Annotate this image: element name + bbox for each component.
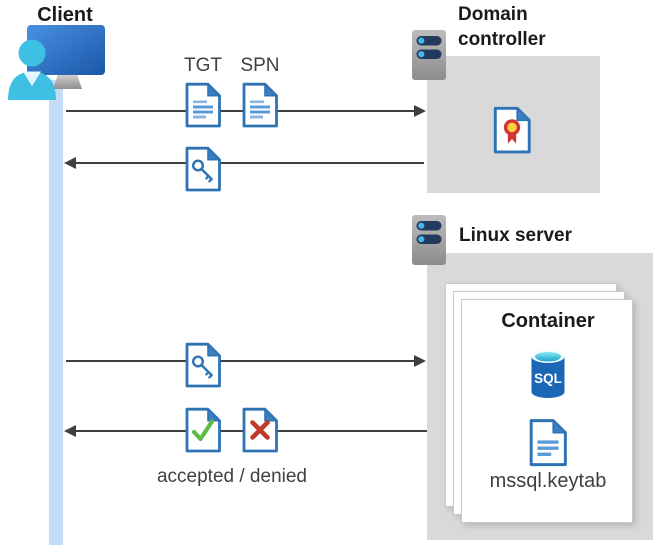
arrow-head-icon bbox=[414, 105, 426, 117]
domain-controller-label: Domain controller bbox=[458, 4, 546, 50]
arrow-line bbox=[66, 360, 416, 362]
tgt-document-icon bbox=[184, 82, 222, 128]
client-computer-icon bbox=[8, 25, 105, 100]
keytab-document-icon bbox=[528, 418, 568, 467]
server-icon bbox=[411, 29, 447, 81]
arrow-head-icon bbox=[64, 157, 76, 169]
ticket-key-document-icon bbox=[184, 146, 222, 192]
client-lifeline bbox=[49, 80, 63, 545]
container-title: Container bbox=[501, 310, 595, 332]
user-icon bbox=[8, 39, 56, 100]
spn-label: SPN bbox=[240, 55, 280, 76]
denied-cross-document-icon bbox=[241, 407, 279, 453]
sql-icon-label: SQL bbox=[534, 371, 562, 386]
server-icon bbox=[411, 214, 447, 266]
accepted-denied-label: accepted / denied bbox=[156, 466, 307, 487]
arrow-head-icon bbox=[414, 355, 426, 367]
tgt-label: TGT bbox=[184, 55, 222, 76]
sql-database-icon: SQL bbox=[531, 350, 565, 398]
arrow-line bbox=[76, 162, 424, 164]
arrow-head-icon bbox=[64, 425, 76, 437]
accepted-check-document-icon bbox=[184, 407, 222, 453]
monitor-icon bbox=[27, 25, 105, 89]
arrow-line bbox=[66, 110, 416, 112]
certificate-document-icon bbox=[492, 106, 532, 154]
container-card: Container SQL mssql.keytab bbox=[461, 299, 633, 523]
client-label: Client bbox=[37, 4, 93, 26]
ticket-key-document-icon bbox=[184, 342, 222, 388]
spn-document-icon bbox=[241, 82, 279, 128]
keytab-label: mssql.keytab bbox=[489, 470, 607, 492]
linux-server-label: Linux server bbox=[459, 225, 572, 246]
